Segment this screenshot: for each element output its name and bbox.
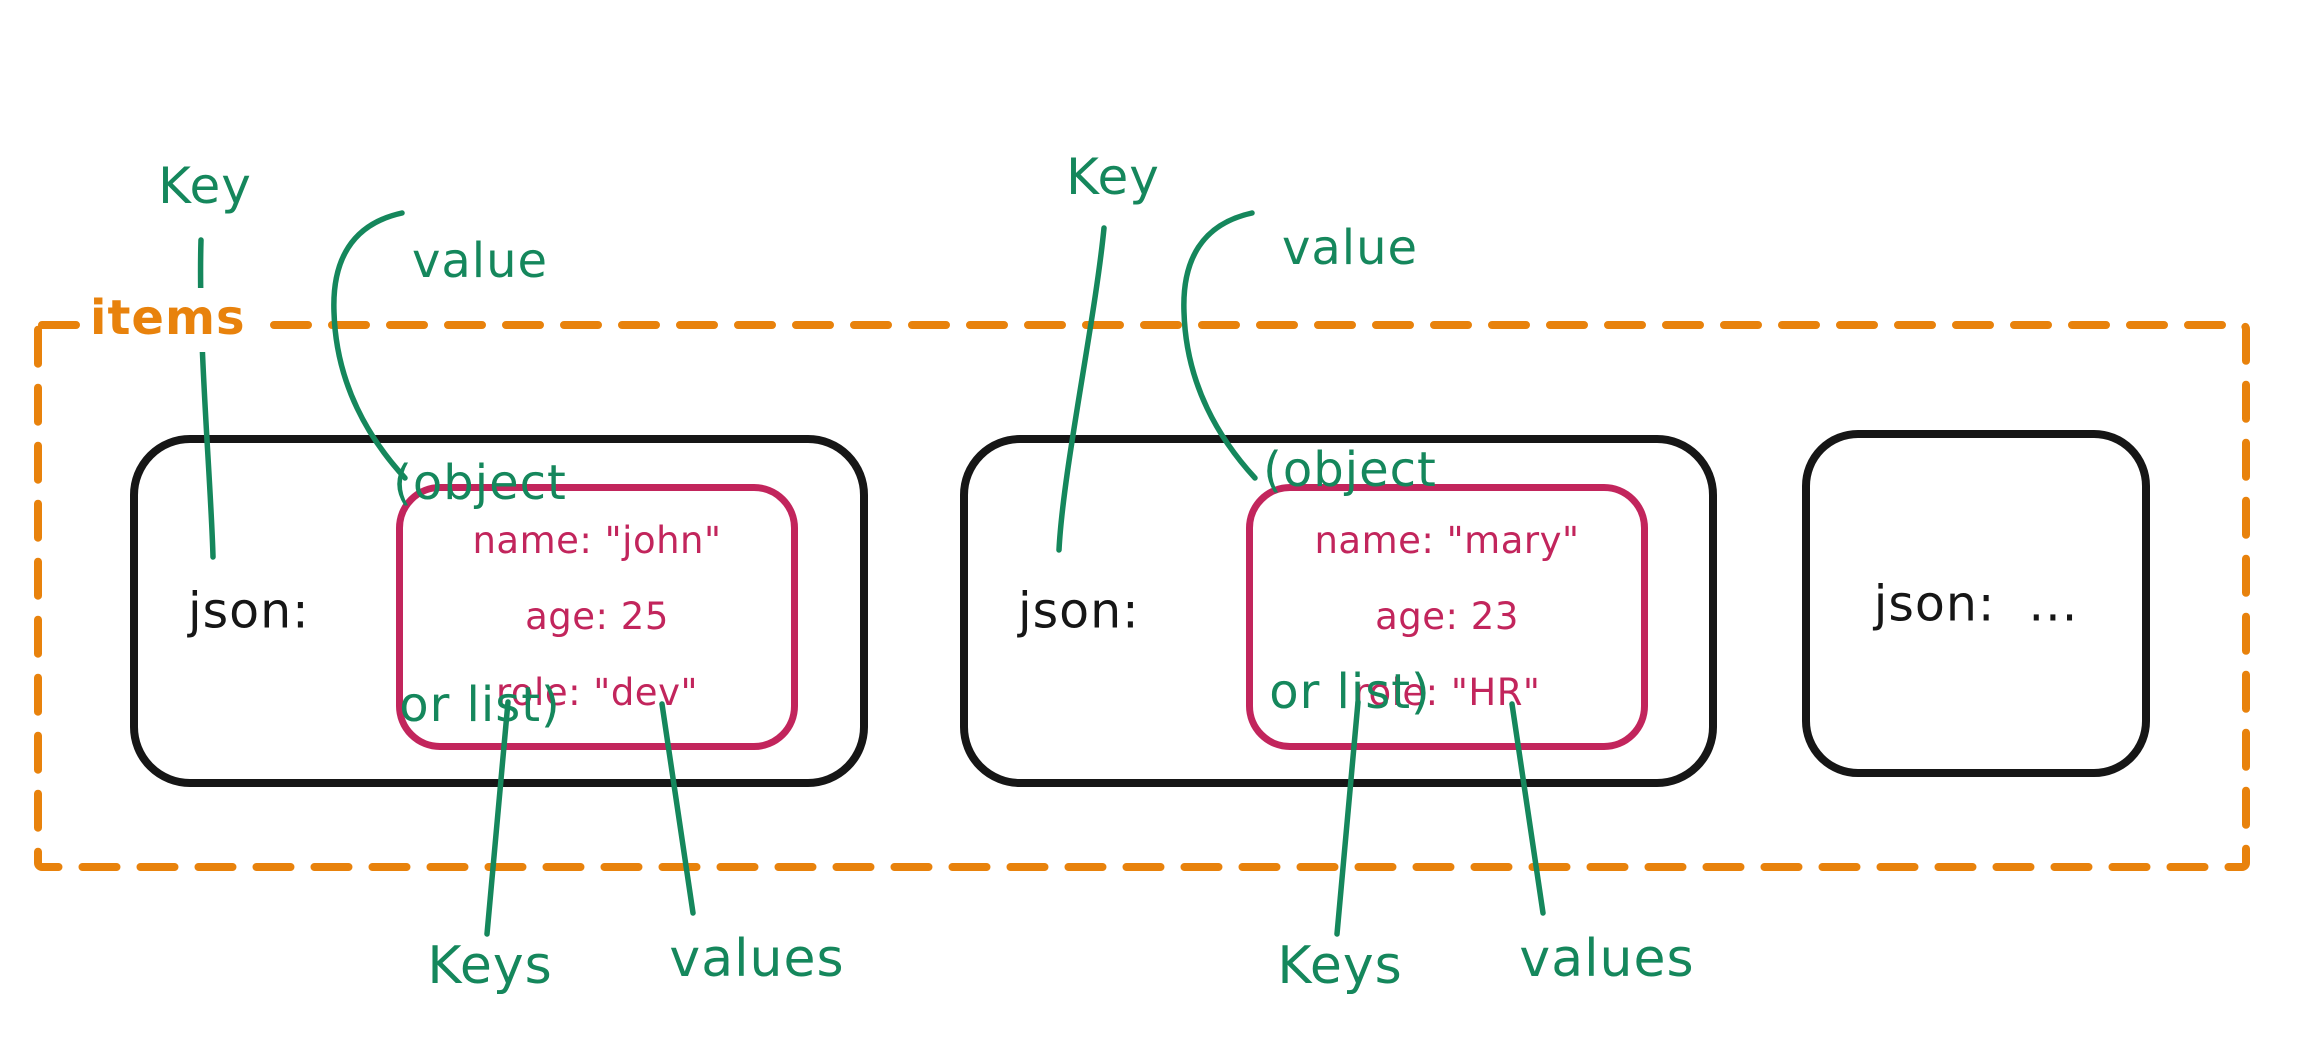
value-annotation-2: value (object or list) [1263, 63, 1437, 877]
values-annotation-1: values [669, 929, 845, 989]
key-annotation-2: Key [1066, 148, 1160, 206]
keys-annotation-1: Keys [427, 936, 553, 996]
key-annotation-1: Key [158, 157, 252, 215]
value-annotation-line: or list) [1269, 664, 1431, 720]
item-card-3-ellipsis: json: ... [1802, 430, 2150, 777]
value-annotation-line: (object [1263, 442, 1437, 498]
item-2-key-text: json: [1018, 582, 1140, 640]
item-1-key-text: json: [188, 582, 310, 640]
value-annotation-line: (object [393, 455, 567, 511]
values-annotation-2: values [1519, 929, 1695, 989]
keys-annotation-2: Keys [1277, 936, 1403, 996]
value-annotation-line: value [1281, 220, 1419, 276]
items-label: items [82, 288, 266, 352]
value-annotation-1: value (object or list) [393, 76, 567, 890]
value-annotation-line: or list) [399, 677, 561, 733]
value-annotation-line: value [411, 233, 549, 289]
item-3-key-text: json: ... [1873, 575, 2079, 632]
